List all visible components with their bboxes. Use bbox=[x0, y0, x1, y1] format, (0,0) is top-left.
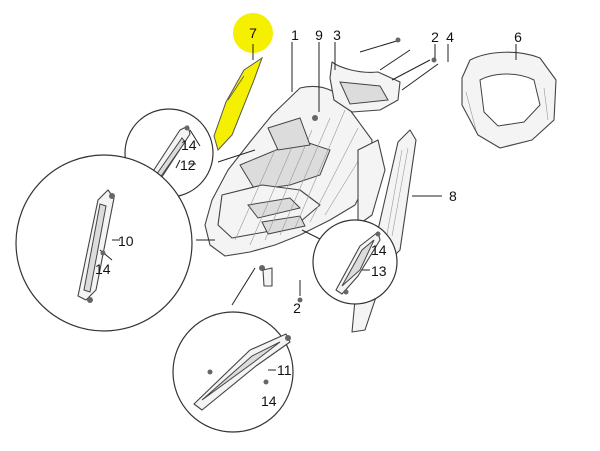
leader-line-13 bbox=[301, 229, 323, 241]
small-fasteners bbox=[259, 37, 439, 303]
callout-3: 3 bbox=[333, 27, 341, 43]
callout-14-bottom: 14 bbox=[261, 393, 277, 409]
callout-9: 9 bbox=[315, 27, 323, 43]
callout-1: 1 bbox=[291, 27, 299, 43]
detail-circle-11 bbox=[172, 311, 294, 433]
callout-14-left: 14 bbox=[95, 261, 111, 277]
front-shield-part[interactable] bbox=[204, 86, 373, 257]
upper-panel-part[interactable] bbox=[329, 61, 401, 113]
leader-line-11 bbox=[231, 267, 256, 306]
headlight-frame-part[interactable] bbox=[461, 51, 557, 149]
callout-leaders bbox=[112, 42, 517, 371]
detail-circle-13 bbox=[312, 219, 398, 305]
callout-14-right: 14 bbox=[371, 242, 387, 258]
trim-strip-part-highlighted[interactable] bbox=[213, 56, 263, 151]
callout-7: 7 bbox=[249, 25, 257, 41]
callout-11: 11 bbox=[277, 362, 292, 378]
highlight-circle bbox=[233, 13, 273, 53]
callout-14-upper: 14 bbox=[181, 137, 197, 153]
leader-line-12 bbox=[217, 149, 256, 163]
callout-2-bottom: 2 bbox=[293, 300, 301, 316]
callout-8: 8 bbox=[449, 188, 457, 204]
callout-10: 10 bbox=[118, 233, 134, 249]
callout-12: 12 bbox=[180, 157, 196, 173]
callout-6: 6 bbox=[514, 29, 522, 45]
callout-2-top: 2 bbox=[431, 29, 439, 45]
callout-13: 13 bbox=[371, 263, 387, 279]
callout-4: 4 bbox=[446, 29, 454, 45]
detail-circle-10 bbox=[15, 154, 193, 332]
